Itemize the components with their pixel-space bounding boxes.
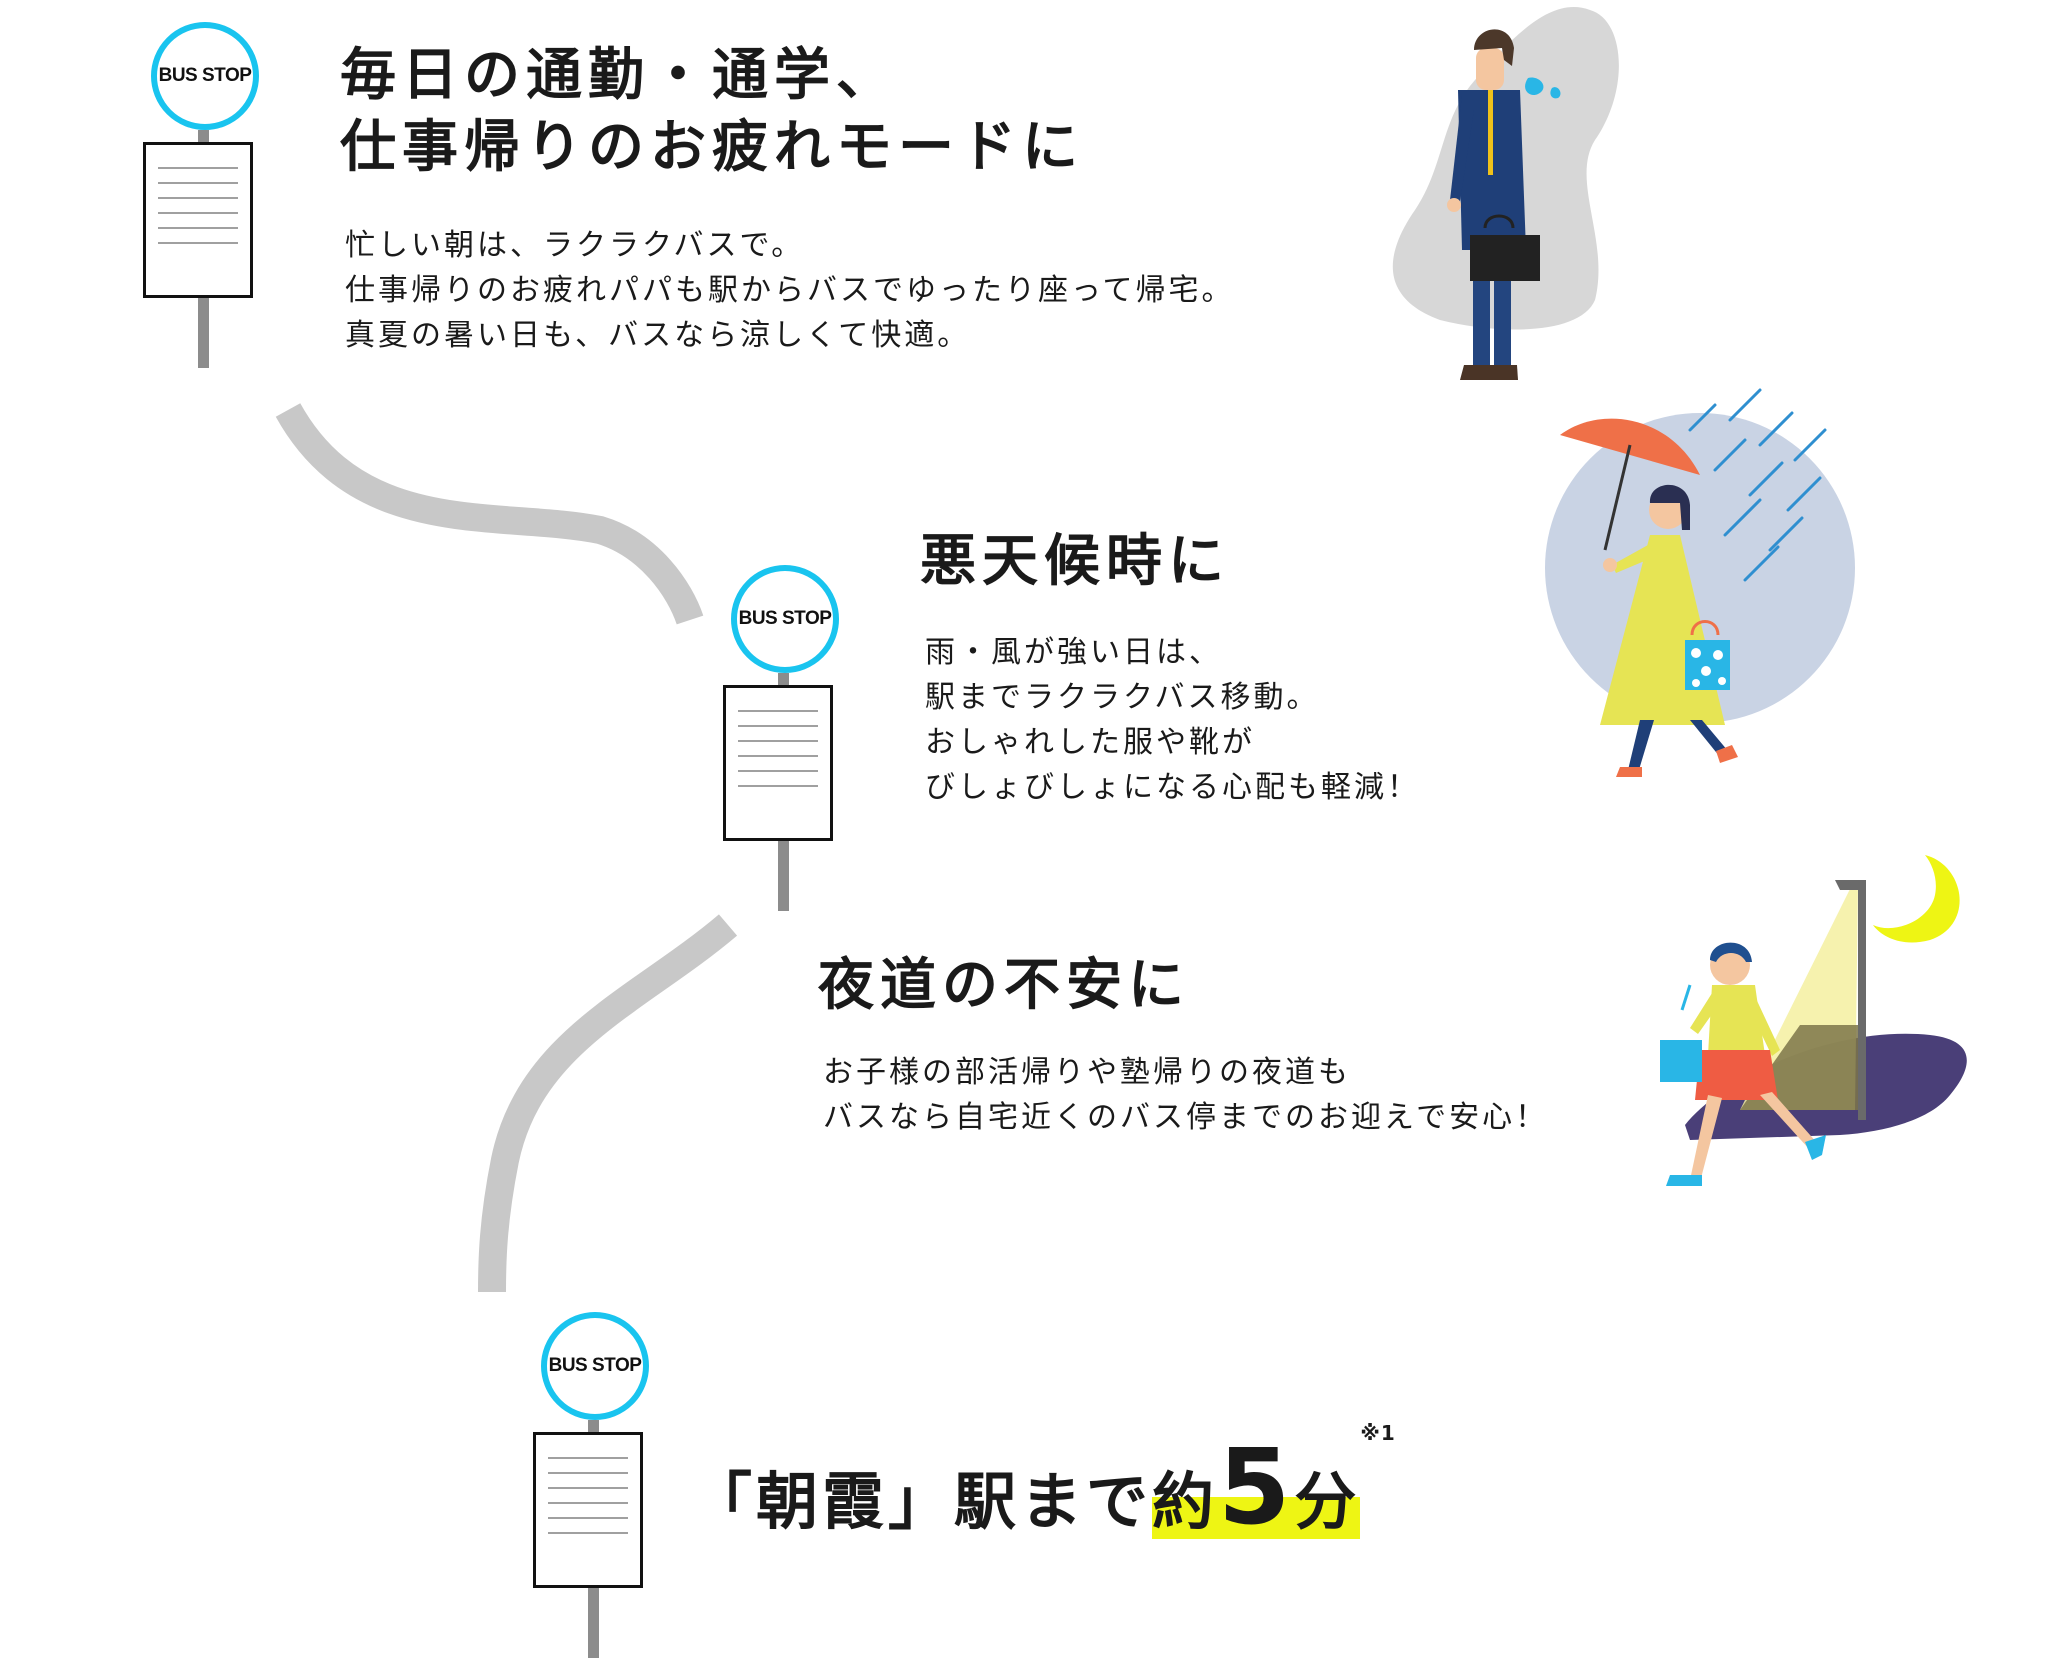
timetable-board [143, 142, 253, 298]
bus-stop-2: BUS STOP [723, 565, 843, 925]
bus-stop-3: BUS STOP [533, 1312, 653, 1672]
timetable-board [723, 685, 833, 841]
timetable-board [533, 1432, 643, 1588]
bus-stop-sign: BUS STOP [151, 22, 259, 130]
highlighted-duration: 約5分 [1152, 1426, 1361, 1548]
bus-stop-1: BUS STOP [143, 22, 263, 382]
section-1-body: 忙しい朝は、ラクラクバスで。 仕事帰りのお疲れパパも駅からバスでゆったり座って帰… [345, 228, 1235, 353]
section-3-body: お子様の部活帰りや塾帰りの夜道も バスなら自宅近くのバス停までのお迎えで安心！ [823, 1055, 1549, 1135]
closing-statement: 「朝霞」駅まで約5分※1 [690, 1421, 1396, 1548]
tired-commuter-illustration [1392, 7, 1619, 380]
bus-stop-sign: BUS STOP [731, 565, 839, 673]
closing-prefix: 「朝霞」駅まで [690, 1465, 1153, 1538]
rainy-day-illustration [1545, 388, 1855, 777]
bus-stop-sign: BUS STOP [541, 1312, 649, 1420]
section-1-heading: 毎日の通勤・通学、 仕事帰りのお疲れモードに [340, 43, 1084, 180]
footnote-marker: ※1 [1360, 1421, 1396, 1445]
section-2-body: 雨・風が強い日は、 駅までラクラクバス移動。 おしゃれした服や靴が びしょびしょ… [925, 635, 1420, 805]
section-2-heading: 悪天候時に [920, 529, 1230, 594]
section-3-heading: 夜道の不安に [818, 953, 1190, 1018]
night-walk-illustration [1660, 855, 1967, 1186]
